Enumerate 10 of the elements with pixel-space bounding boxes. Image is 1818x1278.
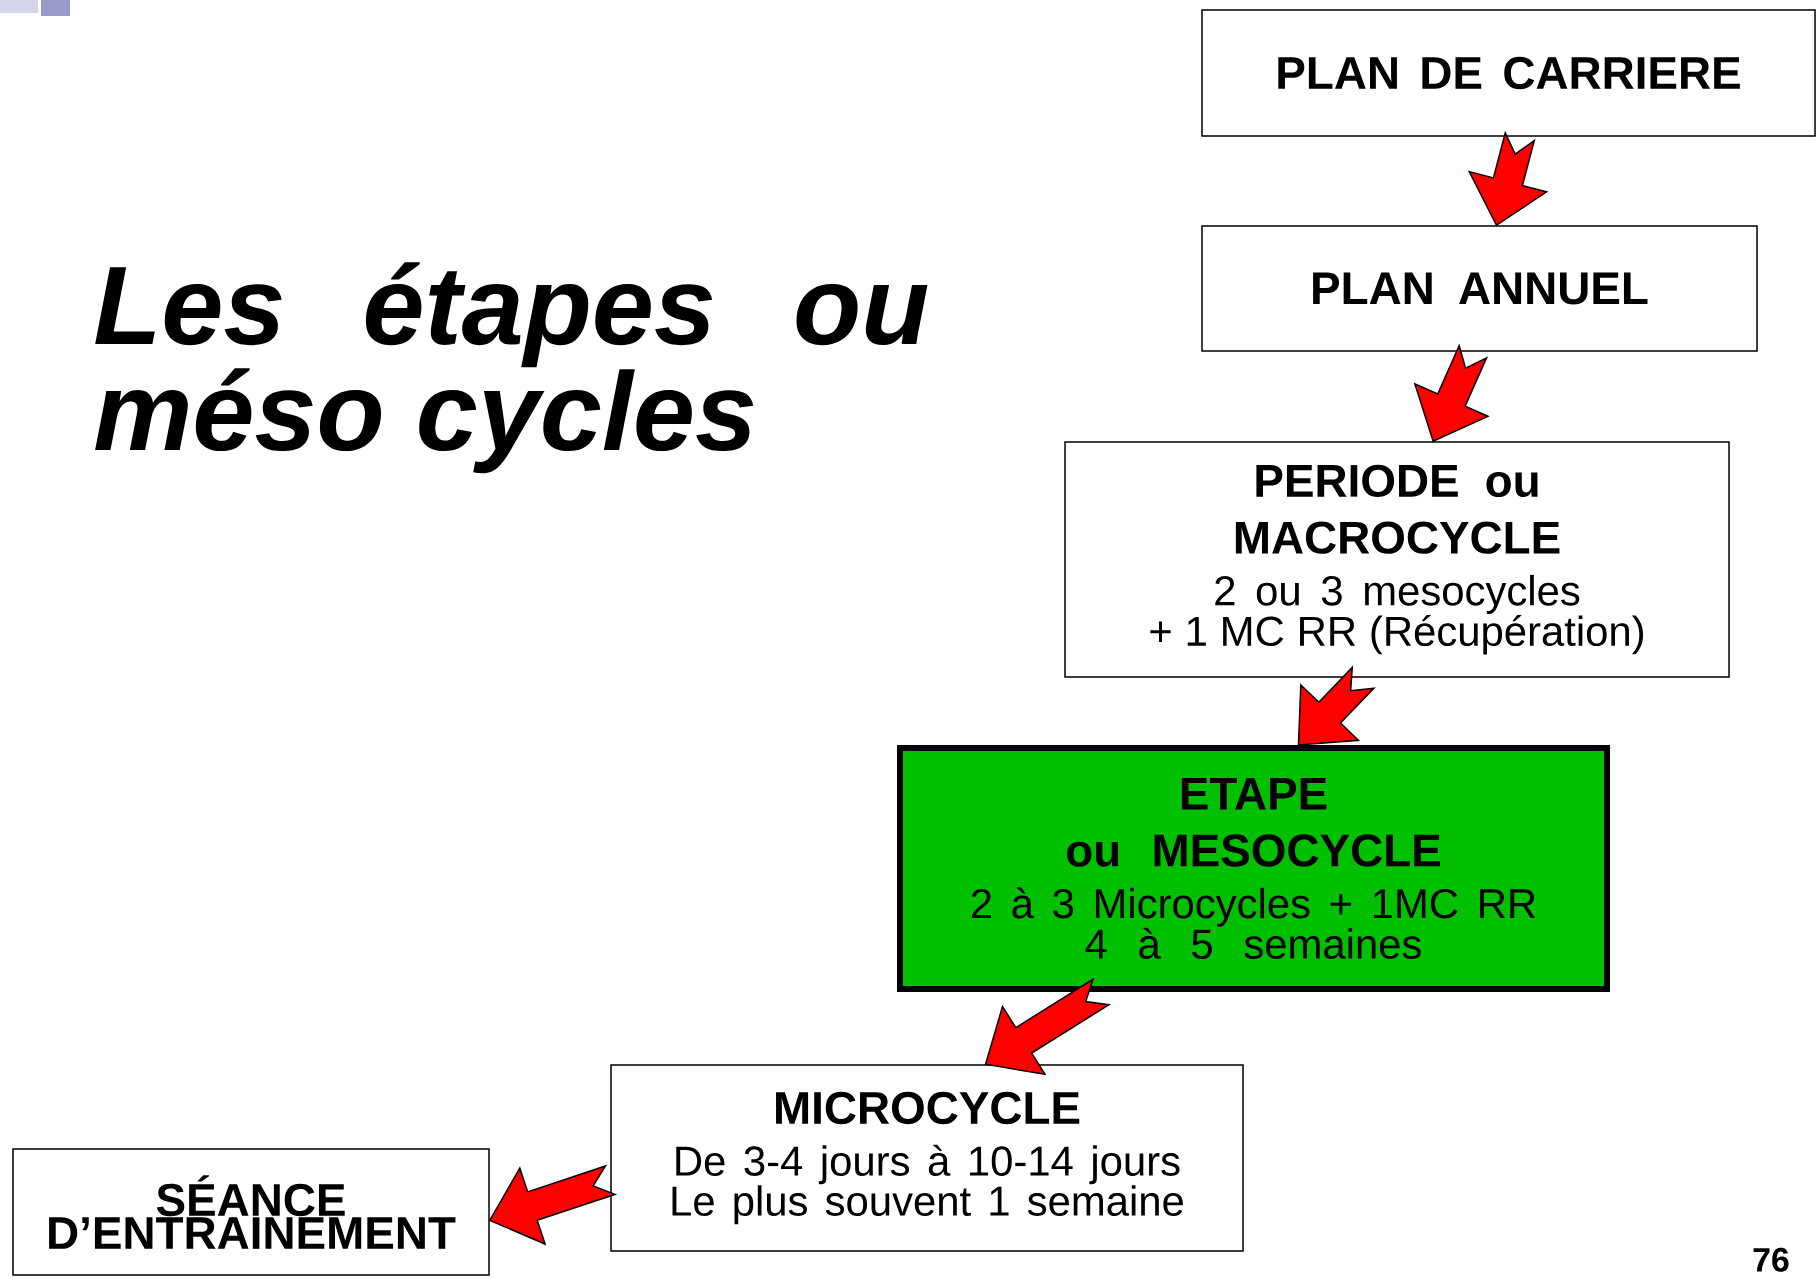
process-box: MICROCYCLE De 3-4 jours à 10-14 jours Le plus souvent 1 semaine — [610, 1064, 1244, 1252]
process-box: PERIODE ou MACROCYCLE 2 ou 3 mesocycles + 1 MC RR (Récupération) — [1064, 441, 1730, 678]
process-box: PLAN DE CARRIERE — [1201, 9, 1816, 137]
process-box: PLAN ANNUEL — [1201, 225, 1758, 352]
block-arrow — [1413, 343, 1490, 443]
page-number: 76 — [1753, 1247, 1789, 1272]
process-box: SÉANCE D’ENTRAINEMENT — [12, 1148, 490, 1276]
process-box: ETAPE ou MESOCYCLE 2 à 3 Microcycles + 1MC RR 4 à 5 semaines — [897, 745, 1610, 992]
title: Les étapes ou méso cycles — [95, 262, 928, 474]
block-arrow — [1467, 130, 1549, 227]
